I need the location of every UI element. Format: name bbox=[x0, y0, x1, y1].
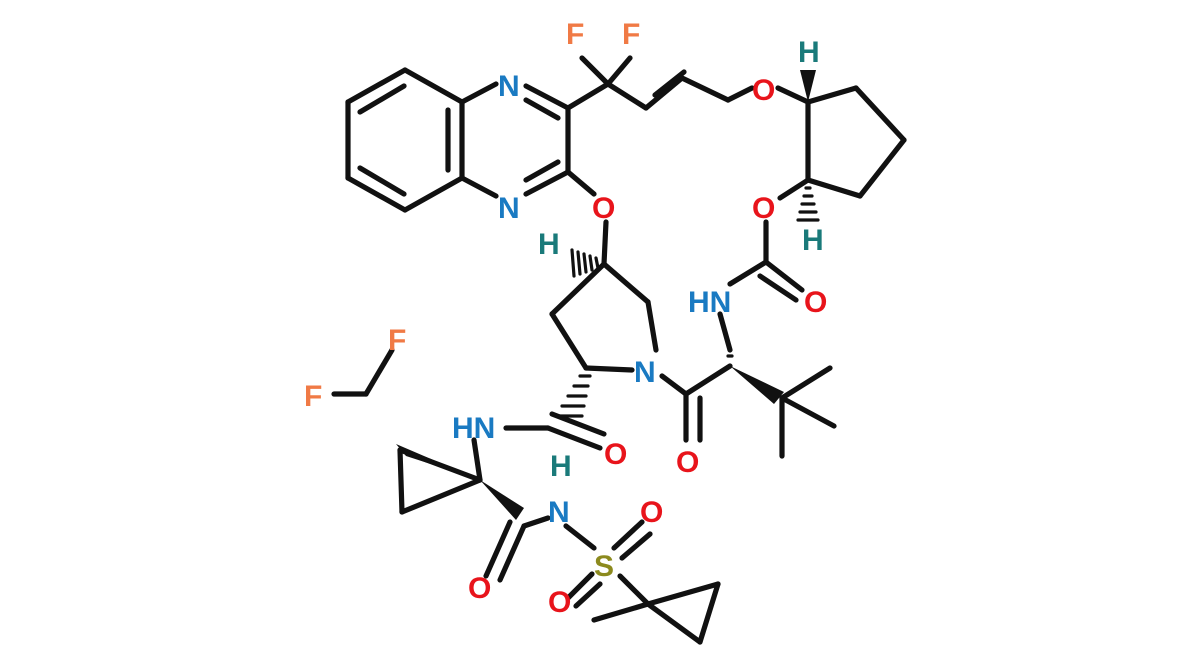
stereo-hydrogen-top: H bbox=[798, 36, 820, 69]
fluorine-label-1: F bbox=[566, 18, 584, 51]
atom-labels: F F N O H N O O H H HN O N F F HN O O H … bbox=[304, 18, 827, 619]
amide-nh-label: HN bbox=[452, 412, 495, 445]
aryl-ether-oxygen-label: O bbox=[592, 192, 615, 225]
sulfonamide-nitrogen-label: N bbox=[548, 496, 570, 529]
pyrrolidine-nitrogen-label: N bbox=[634, 356, 656, 389]
quinoxaline-nitrogen-top: N bbox=[498, 70, 520, 103]
carbamate-nh-label: HN bbox=[688, 286, 731, 319]
amide-oxygen-label: O bbox=[604, 438, 627, 471]
quinoxaline-nitrogen-bottom: N bbox=[498, 192, 520, 225]
sulfur-label: S bbox=[594, 550, 614, 583]
bond-lines bbox=[331, 55, 907, 645]
sulfonyl-oxygen-left: O bbox=[548, 586, 571, 619]
difluoromethyl-fluorine-2: F bbox=[304, 380, 322, 413]
difluoromethyl-fluorine-1: F bbox=[388, 324, 406, 357]
acyl-carbonyl-oxygen: O bbox=[468, 572, 491, 605]
proline-hydrogen-label: H bbox=[538, 228, 560, 261]
stereo-hydrogen-bottom: H bbox=[802, 224, 824, 257]
fluorine-label-2: F bbox=[622, 18, 640, 51]
carbamate-carbonyl-oxygen: O bbox=[804, 286, 827, 319]
ether-oxygen-label: O bbox=[752, 74, 775, 107]
sulfonyl-oxygen-right: O bbox=[640, 496, 663, 529]
stereo-bonds bbox=[396, 70, 820, 520]
valine-carbonyl-oxygen: O bbox=[676, 446, 699, 479]
sulfonamide-hydrogen-label: H bbox=[550, 450, 572, 483]
carbamate-oxygen-label: O bbox=[752, 192, 775, 225]
